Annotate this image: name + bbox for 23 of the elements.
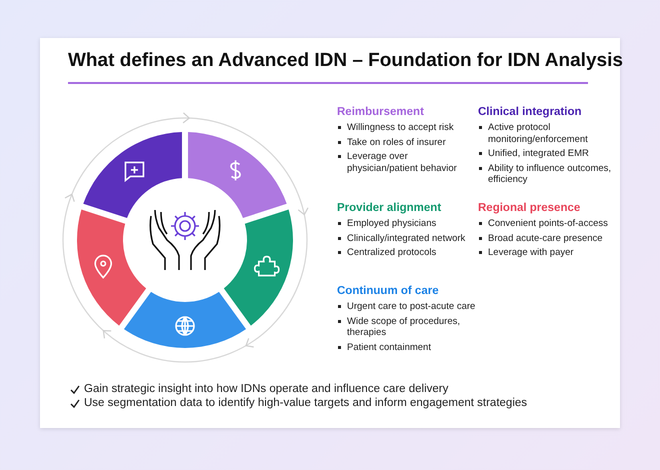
title: What defines an Advanced IDN – Foundation for IDN Analysis xyxy=(68,50,623,72)
checklist-text: Gain strategic insight into how IDNs operate and influence care delivery xyxy=(84,383,448,395)
section-heading: Continuum of care xyxy=(337,285,440,297)
bullet-text: Leverage over physician/patient behavior xyxy=(347,151,457,174)
bullet-text: Patient containment xyxy=(347,342,431,352)
bullet-text: Clinically/integrated network xyxy=(347,232,466,244)
bullet-text: Employed physicians xyxy=(347,218,436,229)
bullet-text: Wide scope of procedures, therapies xyxy=(347,316,460,338)
bullet-text: Take on roles of insurer xyxy=(347,136,446,148)
bullet-text: Urgent care to post-acute care xyxy=(347,301,476,312)
section-heading: Provider alignment xyxy=(337,202,442,214)
bullet-text: Active protocol monitoring/enforcement xyxy=(488,122,588,144)
section-heading: Regional presence xyxy=(478,202,582,214)
bullet-text: Convenient points-of-access xyxy=(488,218,608,229)
bullet-text: Willingness to accept risk xyxy=(347,122,454,133)
bullet-text: Ability to influence outcomes, efficiency xyxy=(488,162,612,185)
bullet-text: Centralized protocols xyxy=(347,247,436,258)
checklist-text: Use segmentation data to identify high-value targets and inform engagement strategies xyxy=(84,397,528,409)
bullet-text: Leverage with payer xyxy=(488,247,574,258)
bullet-text: Broad acute-care presence xyxy=(488,232,603,244)
bullet-text: Unified, integrated EMR xyxy=(488,148,589,159)
section-heading: Clinical integration xyxy=(478,106,583,118)
section-heading: Reimbursement xyxy=(337,106,425,118)
